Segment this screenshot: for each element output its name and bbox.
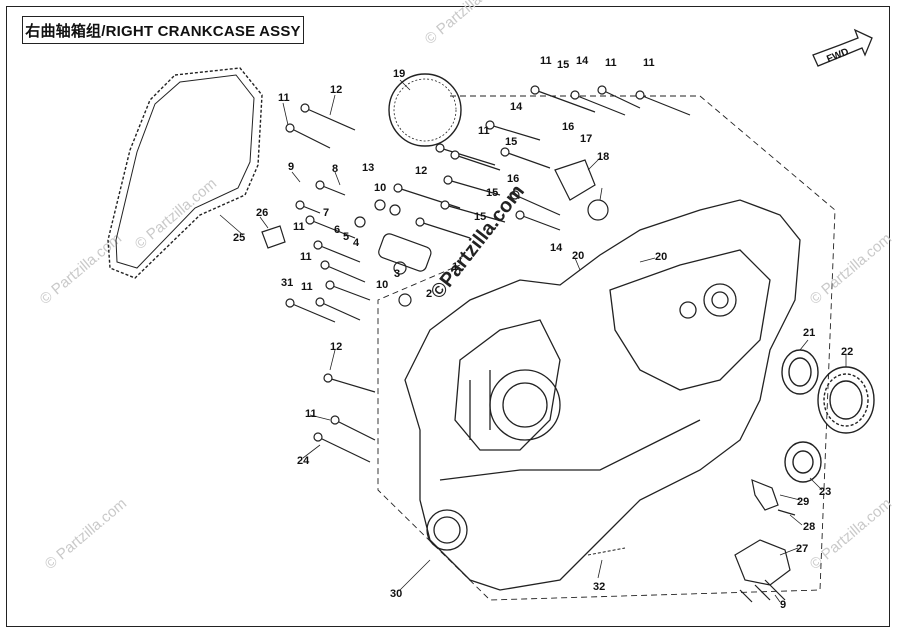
cover-gasket-19 — [388, 73, 462, 147]
callout-12b: 12 — [415, 165, 427, 177]
callout-10b: 10 — [376, 279, 388, 291]
callout-30: 30 — [390, 588, 402, 600]
callout-11b: 11 — [540, 55, 552, 67]
callout-15b: 15 — [486, 187, 498, 199]
callout-13: 13 — [362, 162, 374, 174]
watermark: © Partzilla.com — [42, 495, 130, 573]
diagram-title: 右曲轴箱组/RIGHT CRANKCASE ASSY — [22, 16, 304, 44]
callout-14c: 14 — [550, 242, 563, 254]
diagram-frame — [6, 6, 890, 627]
bearing-23 — [784, 441, 822, 483]
crankcase-body — [404, 199, 801, 591]
watermark-center: ©Partzilla.com — [427, 181, 529, 303]
callout-labels: 1 2 3 4 5 6 7 8 9 9 10 10 11 11 11 11 11… — [233, 55, 853, 611]
callout-11: 11 — [278, 92, 290, 104]
seal-32 — [587, 547, 626, 556]
callout-28: 28 — [803, 521, 815, 533]
callout-3: 3 — [394, 268, 400, 280]
callout-9: 9 — [288, 161, 294, 173]
leader-lines — [219, 79, 847, 603]
assembly-outline — [377, 95, 836, 601]
bearing-22 — [817, 366, 875, 434]
callout-11d: 11 — [643, 57, 655, 69]
callout-11i: 11 — [305, 408, 317, 420]
callout-29: 29 — [797, 496, 809, 508]
callout-14b: 14 — [576, 55, 589, 67]
callout-11h: 11 — [301, 281, 313, 293]
callout-19: 19 — [393, 68, 405, 80]
callout-25: 25 — [233, 232, 245, 244]
callout-20: 20 — [655, 251, 667, 263]
plate-29 — [751, 479, 796, 516]
cover-plate-27 — [734, 539, 791, 603]
watermark: © Partzilla.com — [807, 495, 895, 573]
callout-9b: 9 — [780, 599, 786, 611]
callout-22: 22 — [841, 346, 853, 358]
callout-4: 4 — [353, 237, 360, 249]
callout-23: 23 — [819, 486, 831, 498]
watermark: © Partzilla.com — [132, 175, 220, 253]
callout-12c: 12 — [330, 341, 342, 353]
watermark-layer: © Partzilla.com © Partzilla.com © Partzi… — [37, 0, 895, 573]
callout-10: 10 — [374, 182, 386, 194]
callout-32: 32 — [593, 581, 605, 593]
callout-31: 31 — [281, 277, 293, 289]
callout-12: 12 — [330, 84, 342, 96]
callout-6: 6 — [334, 224, 340, 236]
callout-27: 27 — [796, 543, 808, 555]
callout-5: 5 — [343, 231, 349, 243]
callout-15: 15 — [557, 59, 569, 71]
bolt-group — [285, 85, 691, 463]
callout-7: 7 — [323, 207, 329, 219]
callout-15c: 15 — [474, 211, 486, 223]
callout-20b: 20 — [572, 250, 584, 262]
callout-21: 21 — [803, 327, 815, 339]
callout-8: 8 — [332, 163, 338, 175]
small-parts — [261, 159, 609, 307]
callout-15d: 15 — [505, 136, 517, 148]
callout-14: 14 — [510, 101, 523, 113]
callout-16b: 16 — [507, 173, 519, 185]
bearing-21 — [781, 349, 819, 395]
callout-2: 2 — [426, 288, 432, 300]
callout-26: 26 — [256, 207, 268, 219]
watermark: © Partzilla.com — [422, 0, 510, 48]
callout-18: 18 — [597, 151, 609, 163]
callout-11f: 11 — [293, 221, 305, 233]
fwd-arrow-icon: FWD — [812, 28, 873, 67]
watermark: © Partzilla.com — [807, 230, 895, 308]
gasket-outline — [107, 67, 263, 279]
callout-11e: 11 — [478, 125, 490, 137]
callout-11g: 11 — [300, 251, 312, 263]
callout-11c: 11 — [605, 57, 617, 69]
callout-16: 16 — [562, 121, 574, 133]
callout-24: 24 — [297, 455, 310, 467]
callout-17: 17 — [580, 133, 592, 145]
callout-1: 1 — [452, 261, 458, 273]
